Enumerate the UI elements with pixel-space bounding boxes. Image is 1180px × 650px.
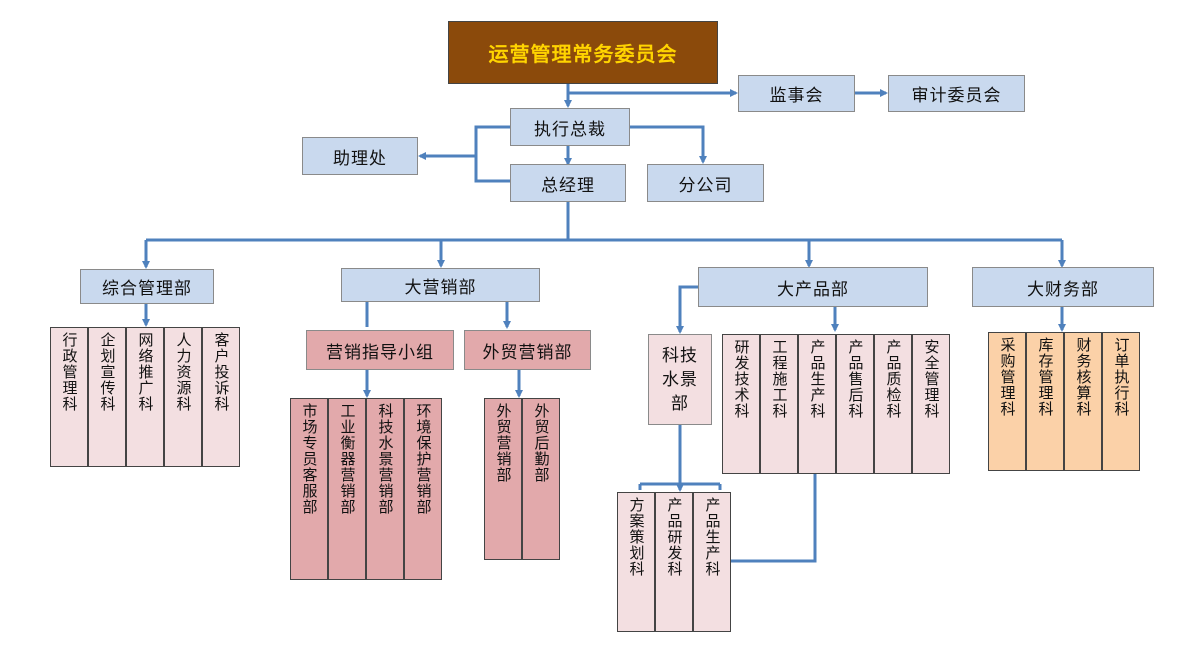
supervisory-board-box: 监事会 [738, 75, 855, 112]
admin-dept-box: 综合管理部 [80, 269, 214, 304]
water-feature-box: 科技水景部 [648, 334, 712, 425]
marketing-dept-box: 大营销部 [341, 268, 540, 302]
finance-section-label: 库存管理科 [1036, 337, 1055, 417]
product-section: 安全管理科 [912, 334, 950, 474]
marketing-dept-label: 大营销部 [404, 277, 477, 298]
foreign-trade-box: 外贸营销部 [464, 330, 591, 370]
assistant-office-label: 助理处 [333, 148, 387, 169]
link-executive-branch [630, 125, 707, 164]
water-feature-section: 方案策划科 [617, 492, 655, 632]
audit-committee-label: 审计委员会 [911, 86, 1002, 106]
product-section-label: 产品质检科 [884, 339, 903, 419]
water-feature-section-label: 方案策划科 [627, 497, 646, 577]
audit-committee-box: 审计委员会 [888, 75, 1025, 112]
assistant-office-box: 助理处 [302, 137, 418, 175]
executive-president-label: 执行总裁 [534, 119, 606, 140]
guidance-section: 科技水景营销部 [366, 398, 404, 580]
finance-section: 财务核算科 [1064, 332, 1102, 471]
link-production-shared [730, 474, 817, 563]
admin-section: 企划宣传科 [88, 327, 126, 467]
admin-dept-label: 综合管理部 [102, 279, 192, 299]
branch-company-label: 分公司 [678, 175, 733, 196]
product-section: 产品售后科 [836, 334, 874, 474]
executive-president-box: 执行总裁 [510, 108, 630, 146]
product-section-label: 产品生产科 [808, 339, 827, 419]
admin-section: 人力资源科 [164, 327, 202, 467]
admin-section: 行政管理科 [50, 327, 88, 467]
committee-box: 运营管理常务委员会 [448, 21, 718, 84]
admin-section-label: 企划宣传科 [98, 332, 117, 412]
product-section: 工程施工科 [760, 334, 798, 474]
admin-section-label: 网络推广科 [136, 332, 155, 412]
guidance-group-box: 营销指导小组 [306, 330, 454, 370]
product-section-label: 安全管理科 [922, 339, 941, 419]
product-section: 产品质检科 [874, 334, 912, 474]
foreign-trade-section: 外贸营销部 [484, 398, 522, 560]
product-section-label: 工程施工科 [770, 339, 789, 419]
committee-label: 运营管理常务委员会 [488, 42, 678, 66]
guidance-section: 市场专员客服部 [290, 398, 328, 580]
supervisory-board-label: 监事会 [769, 86, 824, 106]
link-water-sections [638, 425, 722, 490]
link-executive-assistant [474, 125, 510, 183]
link-product-water [676, 285, 698, 334]
water-feature-section: 产品生产科 [693, 492, 731, 632]
finance-section: 订单执行科 [1102, 332, 1140, 471]
finance-section: 采购管理科 [988, 332, 1026, 471]
link-marketing-sub [365, 302, 507, 327]
product-section: 产品生产科 [798, 334, 836, 474]
water-feature-label: 科技水景部 [662, 345, 698, 414]
finance-section: 库存管理科 [1026, 332, 1064, 471]
admin-section: 网络推广科 [126, 327, 164, 467]
branch-company-box: 分公司 [647, 164, 764, 202]
water-feature-section-label: 产品研发科 [665, 497, 684, 577]
foreign-trade-section-label: 外贸营销部 [494, 403, 513, 483]
product-section-label: 研发技术科 [732, 339, 751, 419]
guidance-section: 工业衡器营销部 [328, 398, 366, 580]
guidance-group-label: 营销指导小组 [326, 342, 434, 363]
water-feature-section: 产品研发科 [655, 492, 693, 632]
product-dept-box: 大产品部 [698, 267, 928, 307]
finance-section-label: 采购管理科 [998, 337, 1017, 417]
foreign-trade-section: 外贸后勤部 [522, 398, 560, 560]
product-section: 研发技术科 [722, 334, 760, 474]
product-section-label: 产品售后科 [846, 339, 865, 419]
product-dept-label: 大产品部 [777, 279, 849, 300]
guidance-section-label: 科技水景营销部 [376, 403, 395, 515]
finance-dept-label: 大财务部 [1027, 279, 1099, 300]
guidance-section: 环境保护营销部 [404, 398, 442, 580]
admin-section-label: 客户投诉科 [212, 332, 231, 412]
admin-section: 客户投诉科 [202, 327, 240, 467]
foreign-trade-section-label: 外贸后勤部 [532, 403, 551, 483]
foreign-trade-label: 外贸营销部 [482, 342, 573, 363]
finance-dept-box: 大财务部 [972, 267, 1154, 307]
general-manager-label: 总经理 [541, 175, 595, 196]
water-feature-section-label: 产品生产科 [703, 497, 722, 577]
finance-section-label: 财务核算科 [1074, 337, 1093, 417]
finance-section-label: 订单执行科 [1112, 337, 1131, 417]
admin-section-label: 行政管理科 [60, 332, 79, 412]
admin-section-label: 人力资源科 [174, 332, 193, 412]
guidance-section-label: 环境保护营销部 [414, 403, 433, 515]
general-manager-box: 总经理 [510, 164, 626, 202]
guidance-section-label: 工业衡器营销部 [338, 403, 357, 515]
link-general-bus [146, 202, 1062, 242]
guidance-section-label: 市场专员客服部 [300, 403, 319, 515]
